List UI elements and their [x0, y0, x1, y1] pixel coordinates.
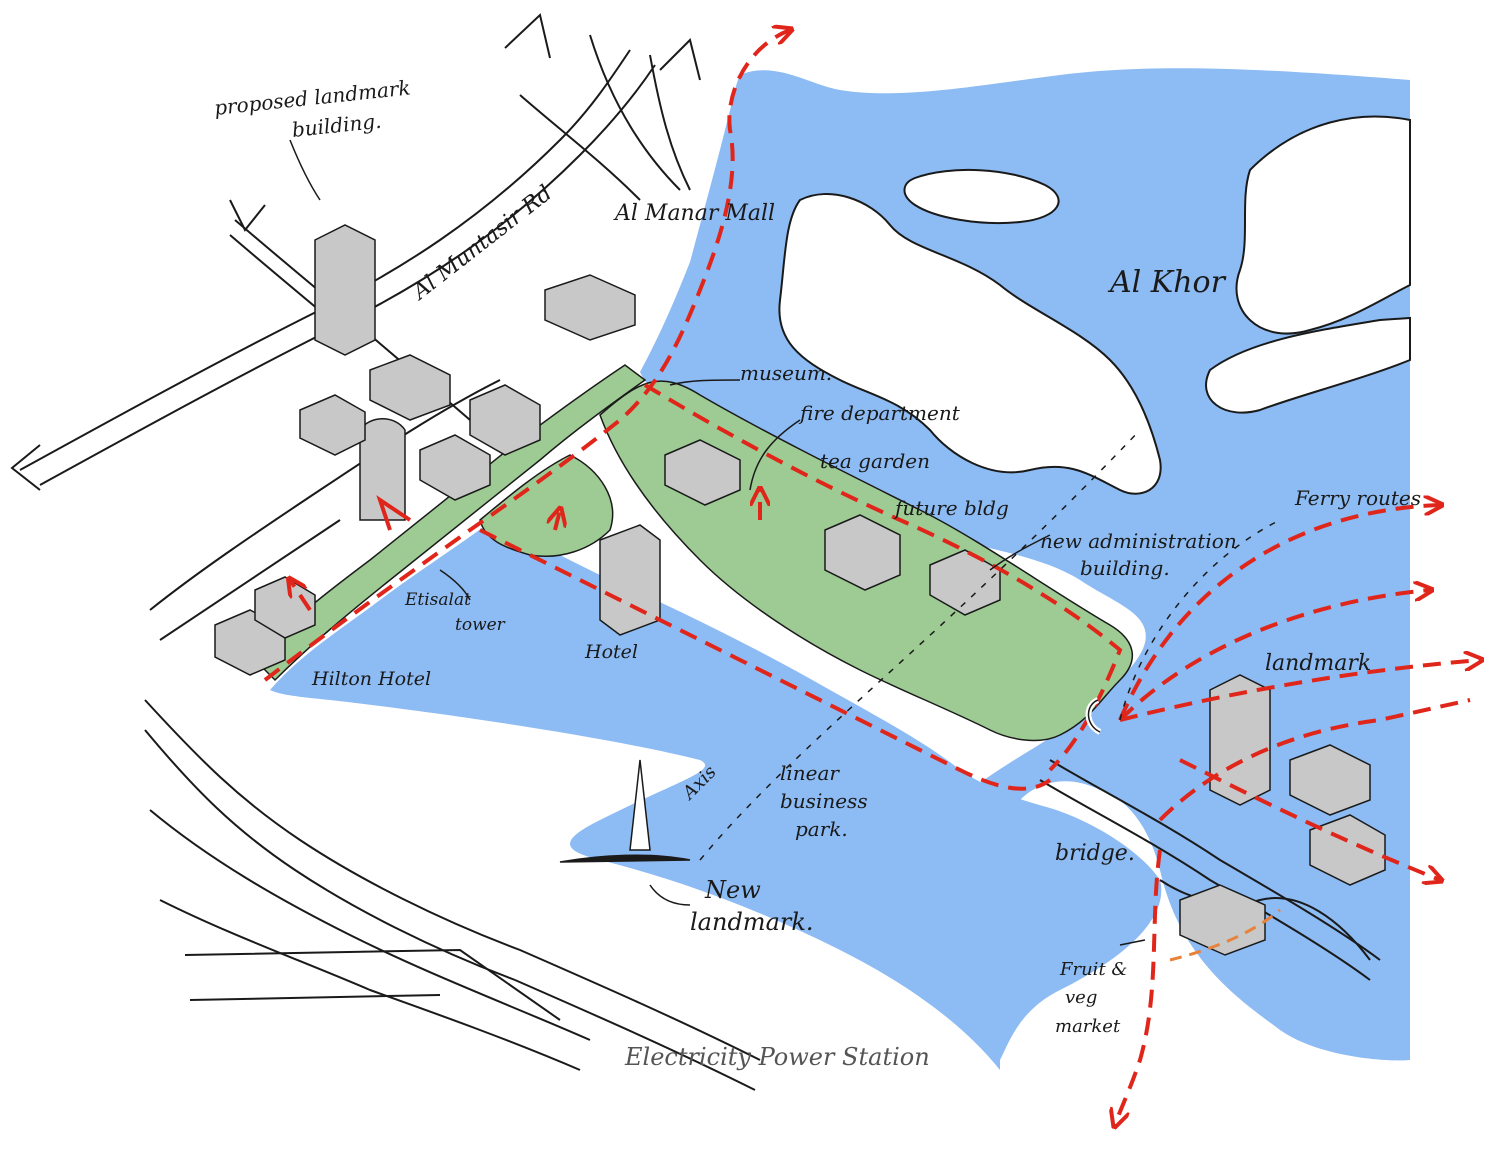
- arrow-top-a: [504, 13, 551, 59]
- label-al-muntasir-rd: Al Muntasir Rd: [407, 181, 557, 306]
- label-museum: museum.: [740, 361, 832, 385]
- island-right-top: [1235, 115, 1411, 335]
- arrow-top-b: [659, 38, 701, 81]
- arrow-left: [10, 444, 41, 491]
- sail-landmark: [559, 759, 691, 863]
- label-proposed-landmark: proposed landmark building.: [213, 75, 421, 150]
- pedestrian-routes: [263, 30, 1480, 1125]
- label-al-manar-mall: Al Manar Mall: [613, 201, 775, 226]
- label-future-bldg: future bldg: [893, 496, 1009, 520]
- ferry-route-3: [1119, 660, 1480, 722]
- label-etisalat-tower: Etisalat tower: [404, 590, 506, 635]
- label-fire-department: fire department: [798, 401, 961, 425]
- landmark-tower-right: [1209, 674, 1271, 806]
- island-right-mid: [1205, 316, 1411, 414]
- road-arrows: [10, 13, 701, 491]
- annotation-leaders: [289, 139, 1281, 946]
- islands: [778, 115, 1411, 495]
- label-new-landmark: New landmark.: [690, 876, 814, 936]
- label-ferry-routes: Ferry routes: [1294, 486, 1421, 510]
- label-power-station: Electricity Power Station: [624, 1043, 930, 1071]
- label-linear-park: linear business park.: [780, 761, 874, 841]
- label-new-administration: new administration building.: [1040, 529, 1243, 580]
- label-bridge: bridge.: [1055, 841, 1135, 866]
- label-tea-garden: tea garden: [820, 449, 930, 473]
- market-block: [1179, 884, 1266, 956]
- future-bldg-block: [824, 514, 901, 591]
- label-hotel: Hotel: [584, 641, 638, 663]
- mall-block: [544, 274, 636, 341]
- admin-bldg-block: [929, 549, 1001, 616]
- label-landmark: landmark: [1265, 651, 1371, 676]
- arrow-top-left: [229, 199, 266, 232]
- buildings: [214, 224, 1386, 956]
- hotel-block: [599, 524, 661, 636]
- inner-green-block: [479, 454, 614, 557]
- island-small: [903, 168, 1060, 225]
- label-fruit-veg-market: Fruit & veg market: [1055, 959, 1133, 1037]
- market-orange-route: [1169, 908, 1281, 962]
- etisalat-green-strip: [253, 364, 647, 682]
- ferry-route-2: [1118, 590, 1430, 722]
- ferry-route-1: [1118, 505, 1440, 721]
- landmark-tower-left: [314, 224, 376, 356]
- harbour-basin: [270, 522, 1162, 1070]
- label-al-khor: Al Khor: [1107, 265, 1227, 300]
- label-hilton-hotel: Hilton Hotel: [311, 668, 431, 690]
- labels: proposed landmark building. Al Muntasir …: [213, 75, 1421, 1071]
- fire-department-block: [664, 439, 741, 506]
- island-large: [778, 193, 1162, 495]
